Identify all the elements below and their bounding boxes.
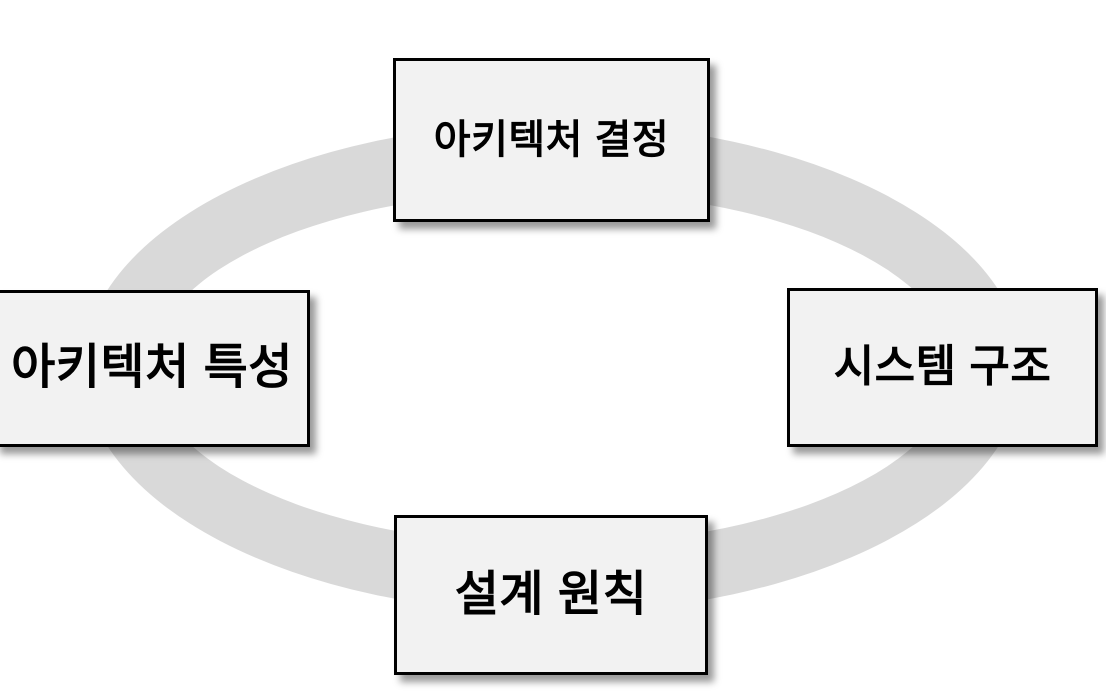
node-system-structure: 시스템 구조: [787, 288, 1098, 447]
node-architecture-characteristics-label: 아키텍처 특성: [11, 341, 293, 395]
node-architecture-decision-label: 아키텍처 결정: [433, 118, 670, 162]
node-design-principles-label: 설계 원칙: [454, 567, 648, 621]
node-design-principles: 설계 원칙: [394, 515, 708, 675]
node-architecture-characteristics: 아키텍처 특성: [0, 290, 310, 447]
node-system-structure-label: 시스템 구조: [833, 342, 1052, 392]
node-architecture-decision: 아키텍처 결정: [393, 58, 710, 222]
